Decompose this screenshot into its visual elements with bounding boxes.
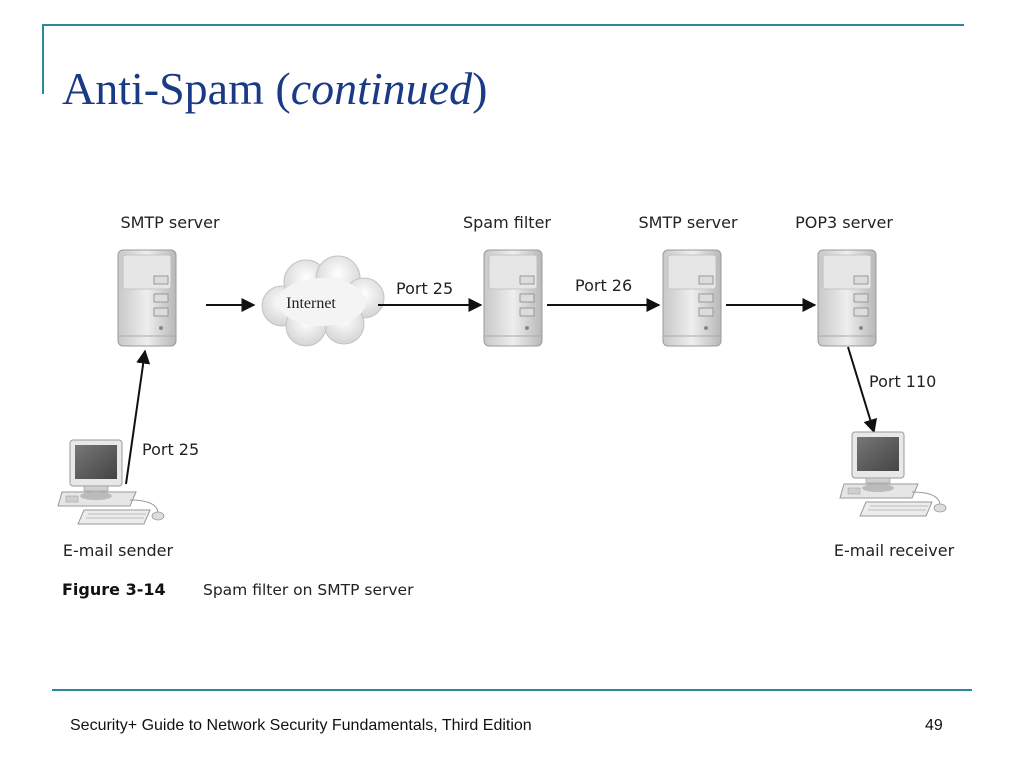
network-diagram: SMTP server Spam filter SMTP server POP3… <box>57 213 955 599</box>
receiver-computer-icon <box>839 431 947 517</box>
arrow-sender-to-smtp <box>125 349 151 485</box>
pop3-server-label: POP3 server <box>795 213 893 232</box>
arrow-pop3-to-receiver <box>847 346 878 434</box>
port-25-internet-label: Port 25 <box>396 279 453 298</box>
smtp-server-1-icon <box>117 249 177 347</box>
port-25-sender-label: Port 25 <box>142 440 199 459</box>
internet-label: Internet <box>286 295 336 312</box>
figure-number: Figure 3-14 <box>62 580 166 599</box>
title-close: ) <box>472 63 488 114</box>
sender-label: E-mail sender <box>63 541 174 560</box>
title-italic: continued <box>290 63 473 114</box>
frame-left-line <box>42 24 44 94</box>
smtp-server-2-label: SMTP server <box>638 213 738 232</box>
internet-cloud-icon <box>261 255 385 347</box>
port-26-label: Port 26 <box>575 276 632 295</box>
spam-filter-label: Spam filter <box>463 213 551 232</box>
port-110-label: Port 110 <box>869 372 936 391</box>
smtp-server-2-icon <box>662 249 722 347</box>
receiver-label: E-mail receiver <box>834 541 955 560</box>
figure-caption: Spam filter on SMTP server <box>203 581 414 599</box>
footer-divider <box>52 689 972 691</box>
page-number: 49 <box>925 717 943 734</box>
pop3-server-icon <box>817 249 877 347</box>
title-main: Anti-Spam ( <box>62 63 291 114</box>
smtp-server-1-label: SMTP server <box>120 213 220 232</box>
frame-top-line <box>42 24 964 26</box>
slide-title: Anti-Spam (continued) <box>62 66 487 112</box>
spam-filter-server-icon <box>483 249 543 347</box>
footer-text: Security+ Guide to Network Security Fund… <box>70 717 532 734</box>
